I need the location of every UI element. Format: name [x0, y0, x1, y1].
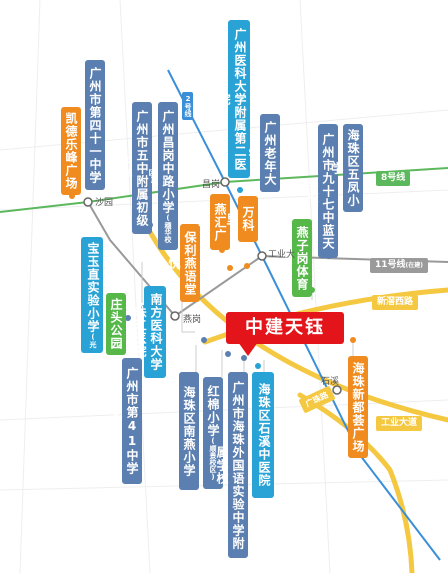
poi-school41: 广州市第四十一中学 — [85, 60, 105, 190]
poi-school41-east-subtext: (东校区) — [112, 402, 120, 440]
poi-shixi-hospital: 海珠区石溪中医院 — [252, 372, 274, 498]
poi-baoli: 保利燕语堂悦 — [167, 224, 200, 302]
poi-jiuqi-text: 广州市九十七中蓝天学校 — [305, 132, 335, 250]
metro-line-2-tag: 2号线 — [182, 92, 193, 120]
poi-kaide-text: 凯德乐峰广场 — [64, 112, 78, 190]
project-marker[interactable]: 中建天钰 — [226, 312, 344, 344]
station-gongyeda: 工业大 — [268, 247, 295, 260]
poi-yanhui: 燕汇广场 — [197, 194, 230, 250]
station-shayuan-text: 沙园 — [95, 198, 114, 208]
poi-nanfang: 南方医科大学珠江医院 — [133, 286, 166, 378]
poi-zhuangtou: 庄头公园 — [106, 293, 126, 355]
poi-yanzigang: 燕子岗体育场 — [279, 219, 312, 297]
poi-jiuqi: 广州市九十七中蓝天学校 — [305, 124, 338, 258]
road-gongye-tag: 工业大道 — [376, 416, 423, 431]
poi-nanyan-text: 海珠区南燕小学 — [182, 385, 196, 477]
poi-nanfang-text: 南方医科大学珠江医院 — [133, 293, 163, 371]
road-xinjiao-tag: 新滘西路 — [372, 295, 419, 310]
poi-waiyu-text: 广州市海珠外国语实验中学附属学校 — [215, 380, 245, 550]
poi-hongmian: 红棉小学(顺景校区) — [203, 377, 223, 489]
station-gongyeda-text: 工业大 — [268, 250, 296, 260]
poi-waiyu: 广州市海珠外国语实验中学附属学校 — [215, 372, 248, 558]
metro-line-11-text: 11号线 — [375, 260, 406, 270]
poi-yanzigang-text: 燕子岗体育场 — [279, 225, 309, 291]
road-gongye-text: 工业大道 — [381, 418, 418, 428]
station-changgang-text: 昌岗 — [202, 180, 221, 190]
poi-changgang-school-text: 广州昌岗中路小学 — [161, 109, 175, 214]
poi-hongmian-text: 红棉小学 — [206, 385, 220, 437]
poi-wanke: 万科里 — [225, 196, 258, 242]
station-yangang-text: 燕岗 — [183, 315, 202, 325]
station-circles — [83, 177, 342, 395]
poi-laonian: 广州老年大学 — [247, 114, 280, 192]
station-changgang: 昌岗 — [202, 177, 220, 190]
metro-line-8-text: 8号线 — [381, 173, 406, 183]
poi-yikeda-text: 广州医科大学附属第二医院 — [217, 27, 247, 171]
station-shayuan: 沙园 — [95, 195, 113, 208]
poi-yikeda: 广州医科大学附属第二医院 — [217, 20, 250, 178]
poi-baoli-text: 保利燕语堂悦 — [167, 230, 197, 296]
poi-school41-east-text: 广州市第41中学 — [125, 367, 139, 475]
poi-kaide: 凯德乐峰广场 — [61, 107, 81, 195]
poi-baoyu-text: 宝玉直实验小学 — [86, 242, 100, 333]
poi-shixi-hospital-text: 海珠区石溪中医院 — [257, 383, 271, 487]
project-marker-pointer — [238, 342, 258, 356]
metro-line-8-tag: 8号线 — [376, 171, 411, 186]
poi-changgang-school-subtext: (穗华校区) — [148, 168, 172, 243]
poi-yanhui-text: 燕汇广场 — [197, 202, 227, 242]
poi-hongmian-subtext: (顺景校区) — [209, 437, 217, 481]
poi-laonian-text: 广州老年大学 — [247, 120, 277, 186]
station-shixi-text: 石溪 — [321, 377, 340, 387]
metro-line-2-text: 2号线 — [184, 95, 192, 117]
poi-wuzhong-text: 广州市五中附属初级中学 — [119, 109, 149, 227]
metro-line-11-note: (在建) — [405, 262, 424, 269]
project-name: 中建天钰 — [245, 317, 325, 338]
poi-wanke-text: 万科里 — [225, 206, 255, 232]
poi-xindu: 海珠新都荟广场 — [348, 356, 368, 458]
poi-school41-east: 广州市第41中学 (东校区) — [112, 358, 142, 484]
metro-line-11-tag: 11号线(在建) — [370, 258, 429, 273]
poi-wufeng-text: 海珠区五凤小学 — [330, 129, 360, 207]
poi-nanyan: 海珠区南燕小学 — [179, 372, 199, 490]
road-xinjiao-text: 新滘西路 — [377, 297, 414, 307]
poi-baoyu-subtext: (光大校区) — [73, 280, 97, 349]
poi-wufeng: 海珠区五凤小学 — [330, 124, 363, 212]
poi-zhuangtou-text: 庄头公园 — [109, 298, 123, 350]
poi-school41-text: 广州市第四十一中学 — [88, 66, 102, 184]
poi-changgang-school: 广州昌岗中路小学(穗华校区) — [148, 102, 178, 250]
station-shixi: 石溪 — [321, 374, 339, 387]
station-yangang: 燕岗 — [183, 312, 201, 325]
poi-wuzhong: 广州市五中附属初级中学 — [119, 102, 152, 234]
poi-xindu-text: 海珠新都荟广场 — [351, 361, 365, 453]
poi-baoyu: 宝玉直实验小学(光大校区) — [73, 237, 103, 353]
